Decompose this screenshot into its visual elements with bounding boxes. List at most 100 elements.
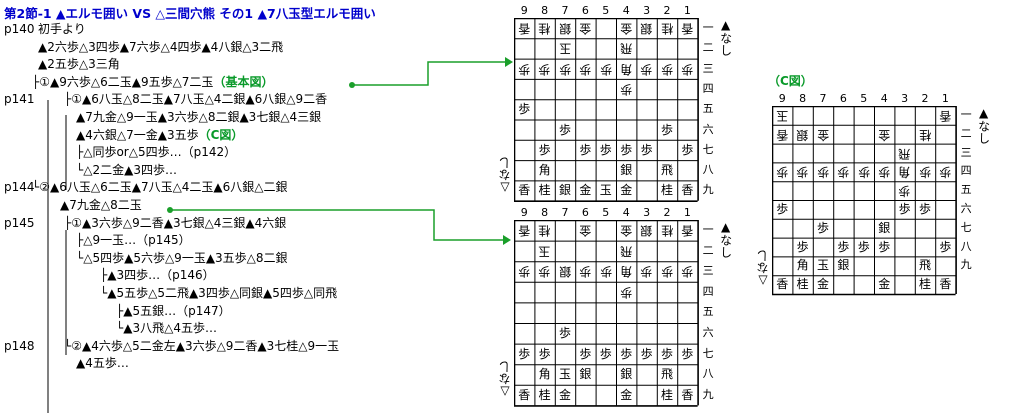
gote-piece: 香 (939, 108, 952, 123)
gote-piece: 金 (620, 223, 633, 238)
sente-hand-label: ▲なし (976, 106, 991, 144)
gote-piece: 角 (620, 264, 633, 279)
row-label: 四 (960, 164, 972, 178)
column-label: 5 (602, 4, 610, 17)
sente-piece: 歩 (660, 346, 673, 361)
move-text: └△5四歩▲5六歩△9一玉▲3五歩△8二銀 (76, 250, 288, 265)
move-line: └②▲4六歩△5二金左▲3六歩△9二香▲3七桂△9一玉 (64, 339, 339, 353)
gote-piece: 香 (518, 223, 531, 238)
sente-piece: 歩 (579, 142, 592, 157)
sente-piece: 歩 (837, 239, 850, 254)
board-grid (514, 18, 699, 202)
sente-piece: 桂 (660, 387, 673, 402)
sente-piece: 歩 (796, 239, 809, 254)
move-text: ├▲3四歩…（p146） (100, 268, 215, 283)
gote-piece: 歩 (939, 165, 952, 180)
row-label: 一 (960, 108, 972, 121)
sente-piece: 玉 (816, 258, 829, 273)
move-line: ├①▲6八玉△8二玉▲7八玉△4二銀▲6八銀△9二香 (64, 92, 327, 106)
gote-piece: 歩 (681, 61, 694, 76)
sente-piece: 銀 (620, 367, 633, 382)
gote-piece: 歩 (640, 61, 653, 76)
move-text: 初手より (38, 22, 86, 36)
sente-piece: 香 (681, 387, 694, 402)
row-label: 五 (960, 183, 972, 197)
sente-piece: 角 (538, 367, 551, 382)
column-label: 7 (561, 206, 569, 219)
page-number: p144 (4, 180, 35, 195)
sente-piece: 香 (518, 183, 531, 198)
sente-piece: 桂 (918, 277, 931, 292)
gote-piece: 香 (776, 127, 789, 142)
column-label: 7 (819, 92, 827, 105)
page-number: p145 (4, 215, 35, 230)
connector-arrowhead (505, 57, 513, 67)
page-title: 第2節-1 ▲エルモ囲い VS △三間穴熊 その1 ▲7八玉型エルモ囲い (4, 6, 376, 21)
gote-piece: 歩 (599, 264, 612, 279)
sente-piece: 歩 (558, 122, 571, 137)
row-label: 六 (960, 202, 972, 215)
gote-piece: 歩 (599, 61, 612, 76)
sente-piece: 金 (579, 183, 592, 198)
gote-piece: 金 (579, 223, 592, 238)
sente-piece: 桂 (538, 183, 551, 198)
sente-piece: 飛 (660, 163, 673, 178)
gote-piece: 歩 (776, 165, 789, 180)
row-label: 四 (702, 81, 714, 95)
diagram-caption: （C図） (768, 74, 813, 88)
row-label: 三 (702, 61, 714, 75)
row-label: 五 (702, 102, 714, 116)
move-line: ▲2五歩△3三角 (38, 57, 120, 71)
move-text: └▲3八飛△4五歩… (116, 321, 217, 336)
gote-piece: 香 (681, 223, 694, 238)
gote-piece: 角 (898, 165, 911, 180)
column-label: 2 (663, 4, 671, 17)
column-label: 3 (643, 206, 651, 219)
board-grid (514, 220, 699, 407)
sente-hand-label: ▲なし (718, 220, 733, 258)
sente-piece: 香 (939, 277, 952, 292)
move-text: ├①▲6八玉△8二玉▲7八玉△4二銀▲6八銀△9二香 (64, 92, 328, 107)
sente-piece: 歩 (620, 142, 633, 157)
row-label: 七 (702, 346, 714, 360)
column-label: 9 (520, 4, 528, 17)
sente-piece: 桂 (660, 183, 673, 198)
row-label: 三 (702, 264, 714, 278)
move-line: ▲4六銀△7一金▲3五歩（C図） (76, 128, 243, 142)
move-line: ├▲5五銀…（p147） (116, 304, 231, 318)
sente-piece: 金 (620, 183, 633, 198)
gote-piece: 歩 (518, 61, 531, 76)
row-label: 一 (702, 21, 714, 34)
gote-piece: 金 (878, 127, 891, 142)
move-line: ▲4五歩… (76, 356, 129, 370)
gote-piece: 金 (816, 127, 829, 142)
move-text: ├△9一玉…（p145） (76, 233, 191, 248)
sente-piece: 歩 (878, 239, 891, 254)
move-line: ▲7九金△8二玉 (60, 198, 142, 212)
gote-piece: 銀 (558, 264, 571, 279)
connector-arrowhead (503, 235, 511, 245)
sente-piece: 歩 (681, 346, 694, 361)
column-label: 4 (622, 206, 630, 219)
column-label: 4 (880, 92, 888, 105)
sente-piece: 歩 (538, 142, 551, 157)
column-label: 5 (602, 206, 610, 219)
diagram-reference: （C図） (198, 127, 244, 142)
gote-piece: 玉 (558, 41, 571, 56)
sente-piece: 歩 (599, 142, 612, 157)
column-label: 1 (683, 206, 691, 219)
sente-hand-label: ▲なし (718, 18, 733, 56)
sente-piece: 歩 (640, 142, 653, 157)
gote-piece: 銀 (640, 223, 653, 238)
move-text: ▲2五歩△3三角 (38, 57, 120, 72)
move-line: ├▲3四歩…（p146） (100, 268, 215, 282)
move-text: └②▲6八玉△6二玉▲7八玉△4二玉▲6八銀△二銀 (32, 180, 288, 195)
gote-piece: 桂 (538, 21, 551, 36)
column-label: 1 (683, 4, 691, 17)
move-line: ▲2六歩△3四歩▲7六歩△4四歩▲4八銀△3二飛 (38, 40, 283, 54)
board-grid (772, 106, 957, 296)
gote-hand-label: △なし (756, 250, 770, 288)
sente-piece: 香 (518, 387, 531, 402)
gote-piece: 歩 (620, 82, 633, 97)
move-text: ▲4五歩… (76, 356, 129, 371)
